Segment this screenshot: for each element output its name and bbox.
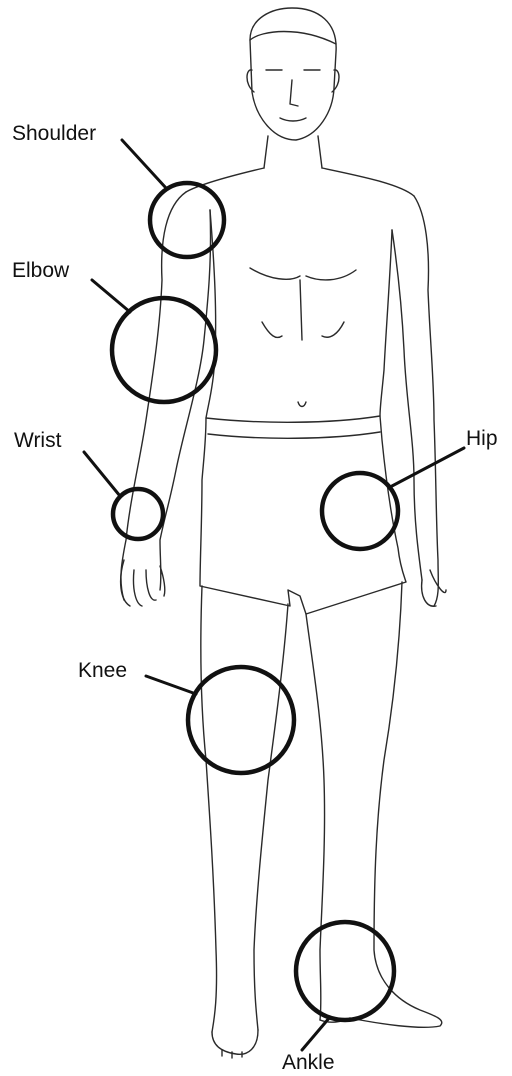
- elbow-label: Elbow: [12, 260, 69, 281]
- shoulder-marker: [122, 140, 224, 257]
- hip-marker: [322, 448, 464, 549]
- wrist-label: Wrist: [14, 430, 61, 451]
- wrist-marker: [84, 452, 163, 539]
- elbow-marker: [92, 280, 216, 402]
- knee-label: Knee: [78, 660, 127, 681]
- hip-label: Hip: [466, 428, 498, 449]
- body-outline: [121, 8, 446, 1058]
- ankle-marker: [296, 922, 394, 1050]
- shoulder-label: Shoulder: [12, 123, 96, 144]
- ankle-label: Ankle: [282, 1052, 335, 1073]
- knee-marker: [146, 667, 294, 773]
